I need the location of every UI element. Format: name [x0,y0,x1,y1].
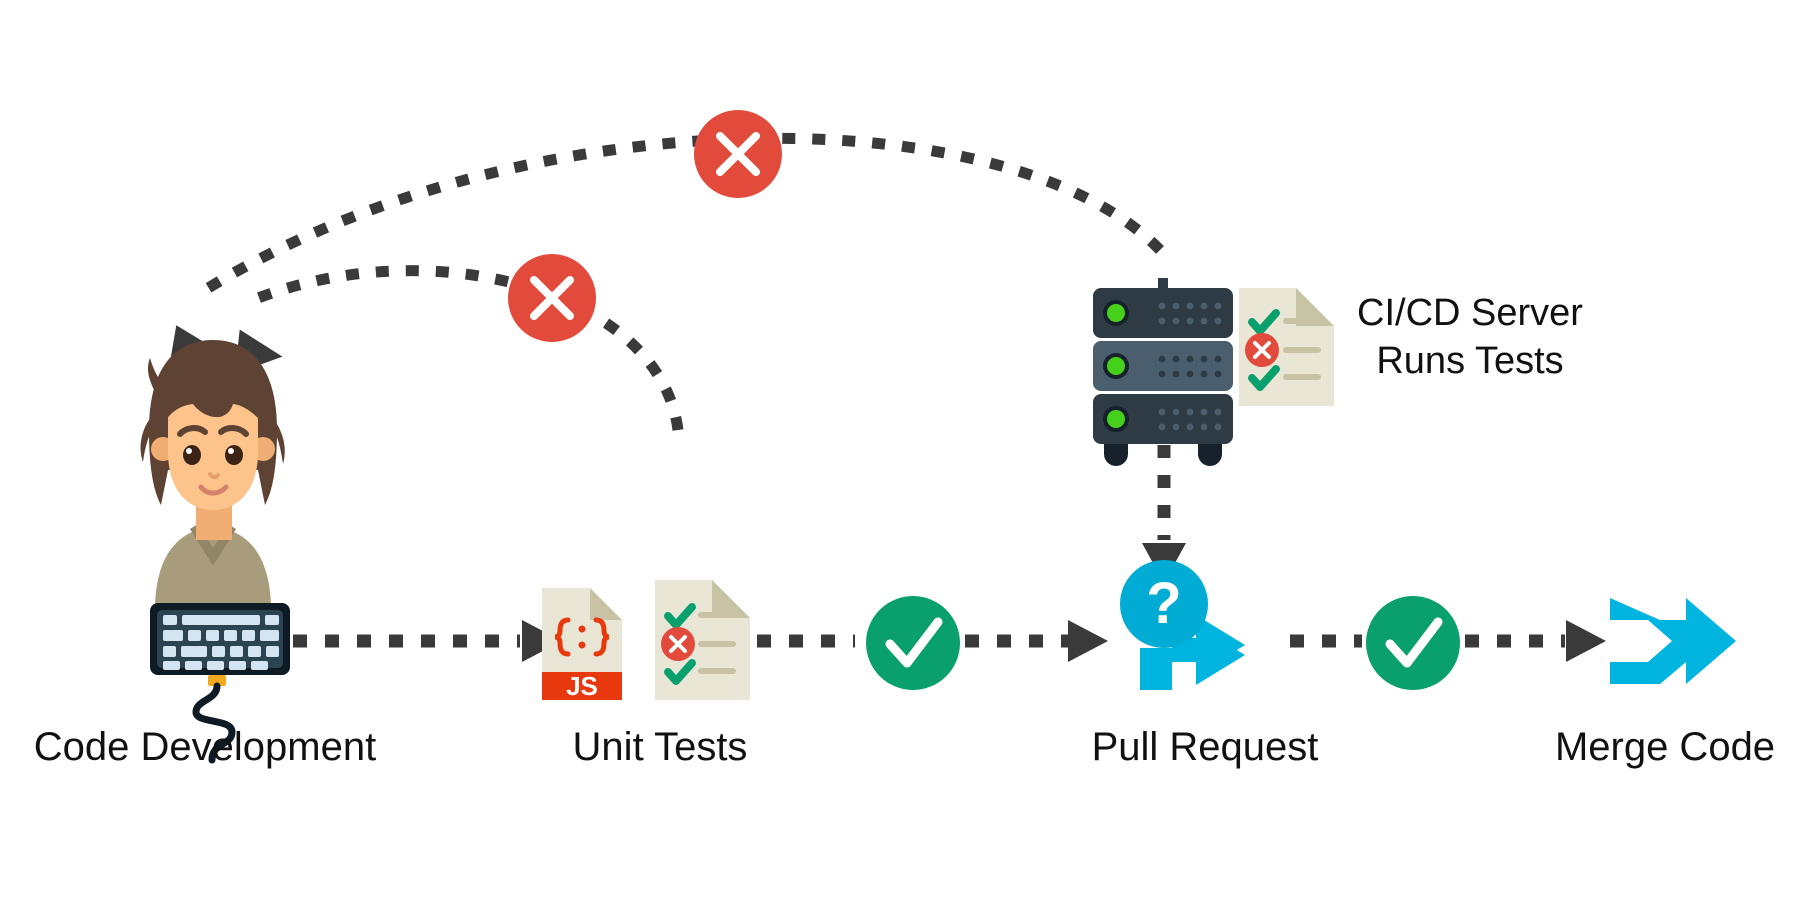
step-label-pull-request: Pull Request [1092,725,1319,769]
pass-1-to-pull-request [965,620,1108,662]
arrowhead-right [1068,620,1108,662]
server-led [1107,410,1125,428]
status-marker-tests-pass-1 [866,596,960,690]
server-led [1107,304,1125,322]
check-pass-icon [664,603,696,629]
server-label-line2: Runs Tests [1376,340,1563,382]
question-mark-icon: ? [1146,571,1181,636]
question-badge [1120,560,1208,648]
js-file-icon: JS [542,588,622,701]
fail-feedback-from-server [168,132,1164,370]
test-checklist-icon [655,580,750,700]
status-marker-tests-pass-2 [1366,596,1460,690]
pull-request-merge-icon: ? [1120,560,1245,690]
status-marker-test-fail-mid [508,254,596,342]
developer-avatar-icon [140,340,285,615]
ci-cd-server-rack-icon [1093,278,1233,466]
server-led [1107,357,1125,375]
pass-2-to-merge [1465,620,1606,662]
check-pass-icon [664,659,696,685]
dev-to-unit-tests [293,620,562,662]
step-label-code-development: Code Development [34,725,376,769]
server-label-line1: CI/CD Server [1357,292,1583,334]
js-badge-text: JS [566,671,598,701]
step-label-unit-tests: Unit Tests [573,725,748,769]
step-label-merge-code: Merge Code [1555,725,1775,769]
server-test-report-icon [1239,288,1334,406]
arrowhead-right [1566,620,1606,662]
fail-feedback-from-unit-tests [234,265,684,431]
keyboard-icon [150,603,290,764]
status-marker-test-fail-top [694,110,782,198]
merge-arrow-icon [1610,598,1736,684]
